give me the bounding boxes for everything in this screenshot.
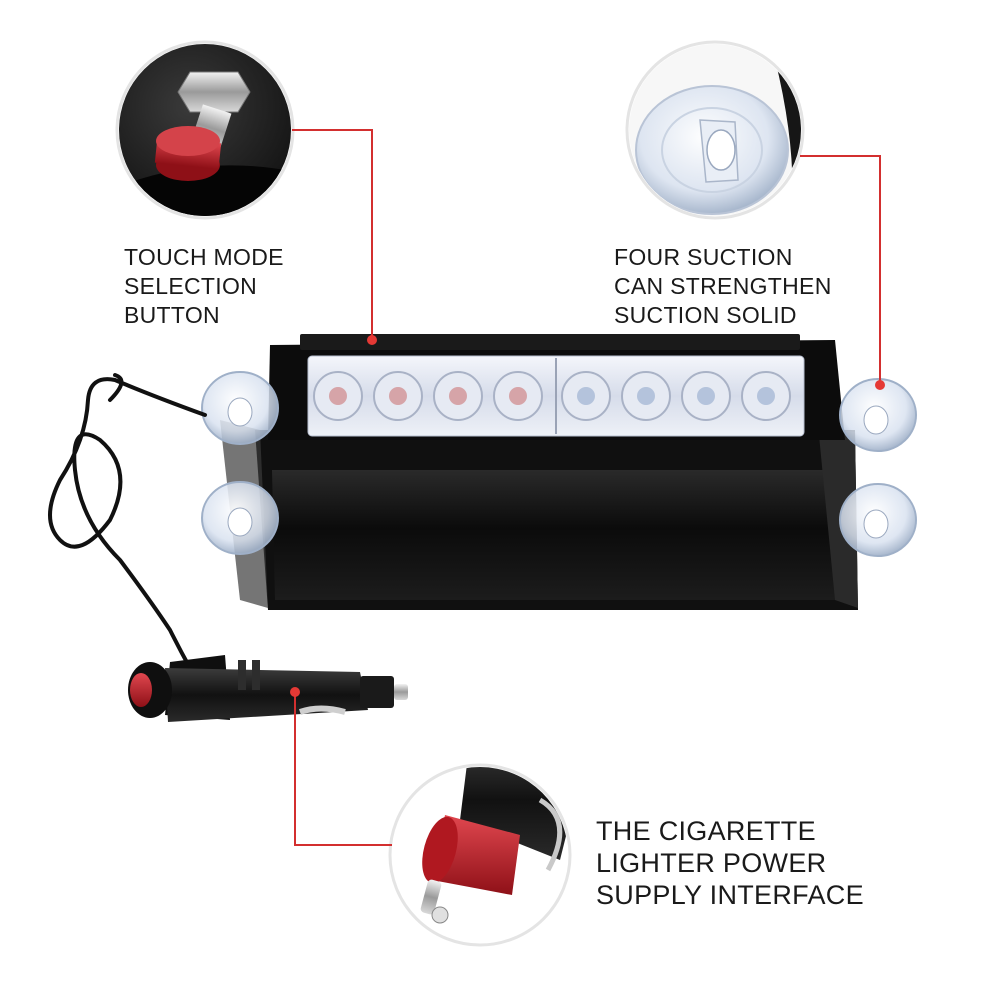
led-6 bbox=[621, 371, 671, 421]
suction-cup-top-left bbox=[201, 371, 279, 445]
label-line: SELECTION bbox=[124, 273, 258, 299]
label-line: CAN STRENGTHEN bbox=[614, 273, 832, 299]
cigarette-plug-icon bbox=[420, 767, 568, 924]
led-3 bbox=[433, 371, 483, 421]
led-4 bbox=[493, 371, 543, 421]
leader-lines bbox=[292, 129, 881, 846]
leader-line-lighter bbox=[294, 692, 392, 846]
led-5 bbox=[561, 371, 611, 421]
leader-dots bbox=[290, 335, 885, 697]
suction-cup-top-right bbox=[839, 378, 917, 452]
cigarette-plug bbox=[128, 655, 408, 722]
suction-label: FOUR SUCTION CAN STRENGTHEN SUCTION SOLI… bbox=[614, 243, 832, 330]
label-line: THE CIGARETTE bbox=[596, 816, 816, 846]
led-2 bbox=[373, 371, 423, 421]
power-cable bbox=[48, 373, 207, 670]
leader-line-suction bbox=[800, 155, 881, 385]
led-7 bbox=[681, 371, 731, 421]
suction-cup-bottom-right bbox=[839, 483, 917, 557]
button-closeup bbox=[115, 40, 295, 220]
label-line: LIGHTER POWER bbox=[596, 848, 827, 878]
label-line: SUCTION SOLID bbox=[614, 302, 797, 328]
touch-mode-button-label: TOUCH MODE SELECTION BUTTON bbox=[124, 243, 284, 330]
label-line: FOUR SUCTION bbox=[614, 244, 793, 270]
label-line: TOUCH MODE bbox=[124, 244, 284, 270]
label-line: BUTTON bbox=[124, 302, 220, 328]
leader-line-button bbox=[292, 129, 373, 340]
push-button-icon bbox=[154, 71, 251, 181]
suction-cup-icon bbox=[635, 85, 789, 215]
suction-cups bbox=[201, 371, 917, 557]
suction-cup-bottom-left bbox=[201, 481, 279, 555]
label-line: SUPPLY INTERFACE bbox=[596, 880, 864, 910]
led-row bbox=[313, 371, 791, 421]
lighter-interface-label: THE CIGARETTE LIGHTER POWER SUPPLY INTER… bbox=[596, 815, 864, 911]
led-1 bbox=[313, 371, 363, 421]
lighter-closeup bbox=[388, 763, 572, 947]
led-8 bbox=[741, 371, 791, 421]
suction-closeup bbox=[625, 40, 805, 220]
